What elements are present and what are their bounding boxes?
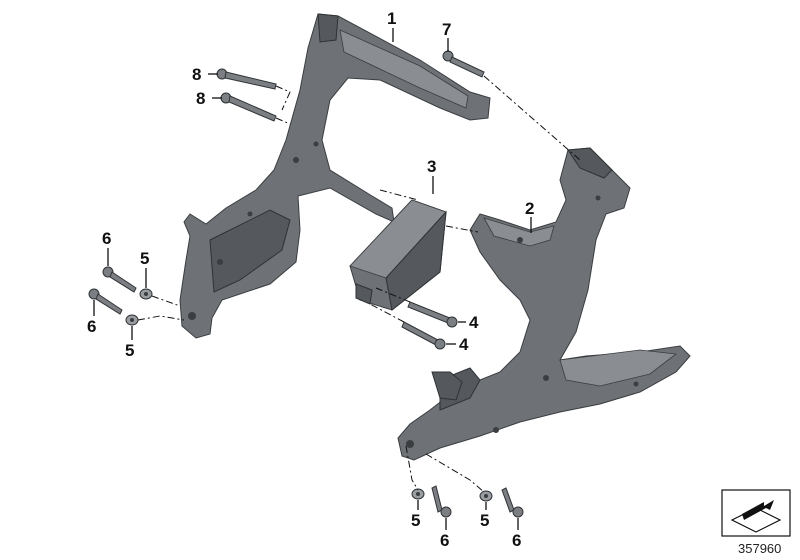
orientation-box [721, 489, 791, 537]
part-3-spacer-block[interactable] [349, 199, 447, 311]
callout-6-bottom-left: 6 [440, 531, 449, 550]
callout-8-upper: 8 [192, 65, 201, 84]
callout-7: 7 [442, 20, 451, 39]
bolt-8-upper[interactable] [216, 68, 277, 90]
callout-8-lower: 8 [196, 89, 205, 108]
callout-3: 3 [427, 157, 436, 176]
bolt-7[interactable] [442, 50, 485, 78]
callout-1: 1 [387, 9, 396, 28]
callout-6-left-upper: 6 [102, 229, 111, 248]
washer-5-bottom-left[interactable] [411, 488, 425, 500]
part-2-frame-right[interactable] [397, 147, 691, 461]
bolt-6-bottom-right[interactable] [501, 487, 524, 518]
callout-2: 2 [525, 199, 534, 218]
callout-4-lower: 4 [459, 335, 469, 354]
callout-6-left-lower: 6 [87, 317, 96, 336]
bolt-6-bottom-left[interactable] [431, 485, 452, 518]
callout-6-bottom-right: 6 [512, 531, 521, 550]
bolt-6-left-lower[interactable] [88, 288, 123, 315]
washer-5-left-upper[interactable] [139, 288, 153, 300]
callout-5-left-lower: 5 [125, 341, 134, 360]
callout-4-upper: 4 [469, 313, 479, 332]
bolt-4-upper[interactable] [407, 301, 458, 328]
bolt-6-left-upper[interactable] [102, 266, 137, 293]
washer-5-left-lower[interactable] [125, 314, 139, 326]
orientation-arrow-icon [730, 500, 782, 533]
callout-leaders [93, 28, 532, 530]
callout-5-bottom-left: 5 [411, 511, 420, 530]
bolt-8-lower[interactable] [220, 92, 277, 122]
callout-5-left-upper: 5 [140, 249, 149, 268]
bolt-4-lower[interactable] [401, 321, 446, 350]
part-1-frame-left[interactable] [179, 13, 491, 339]
assembly-lines [137, 75, 581, 493]
washer-5-bottom-right[interactable] [479, 490, 493, 502]
diagram-id: 357960 [738, 541, 781, 556]
callout-5-bottom-right: 5 [480, 511, 489, 530]
